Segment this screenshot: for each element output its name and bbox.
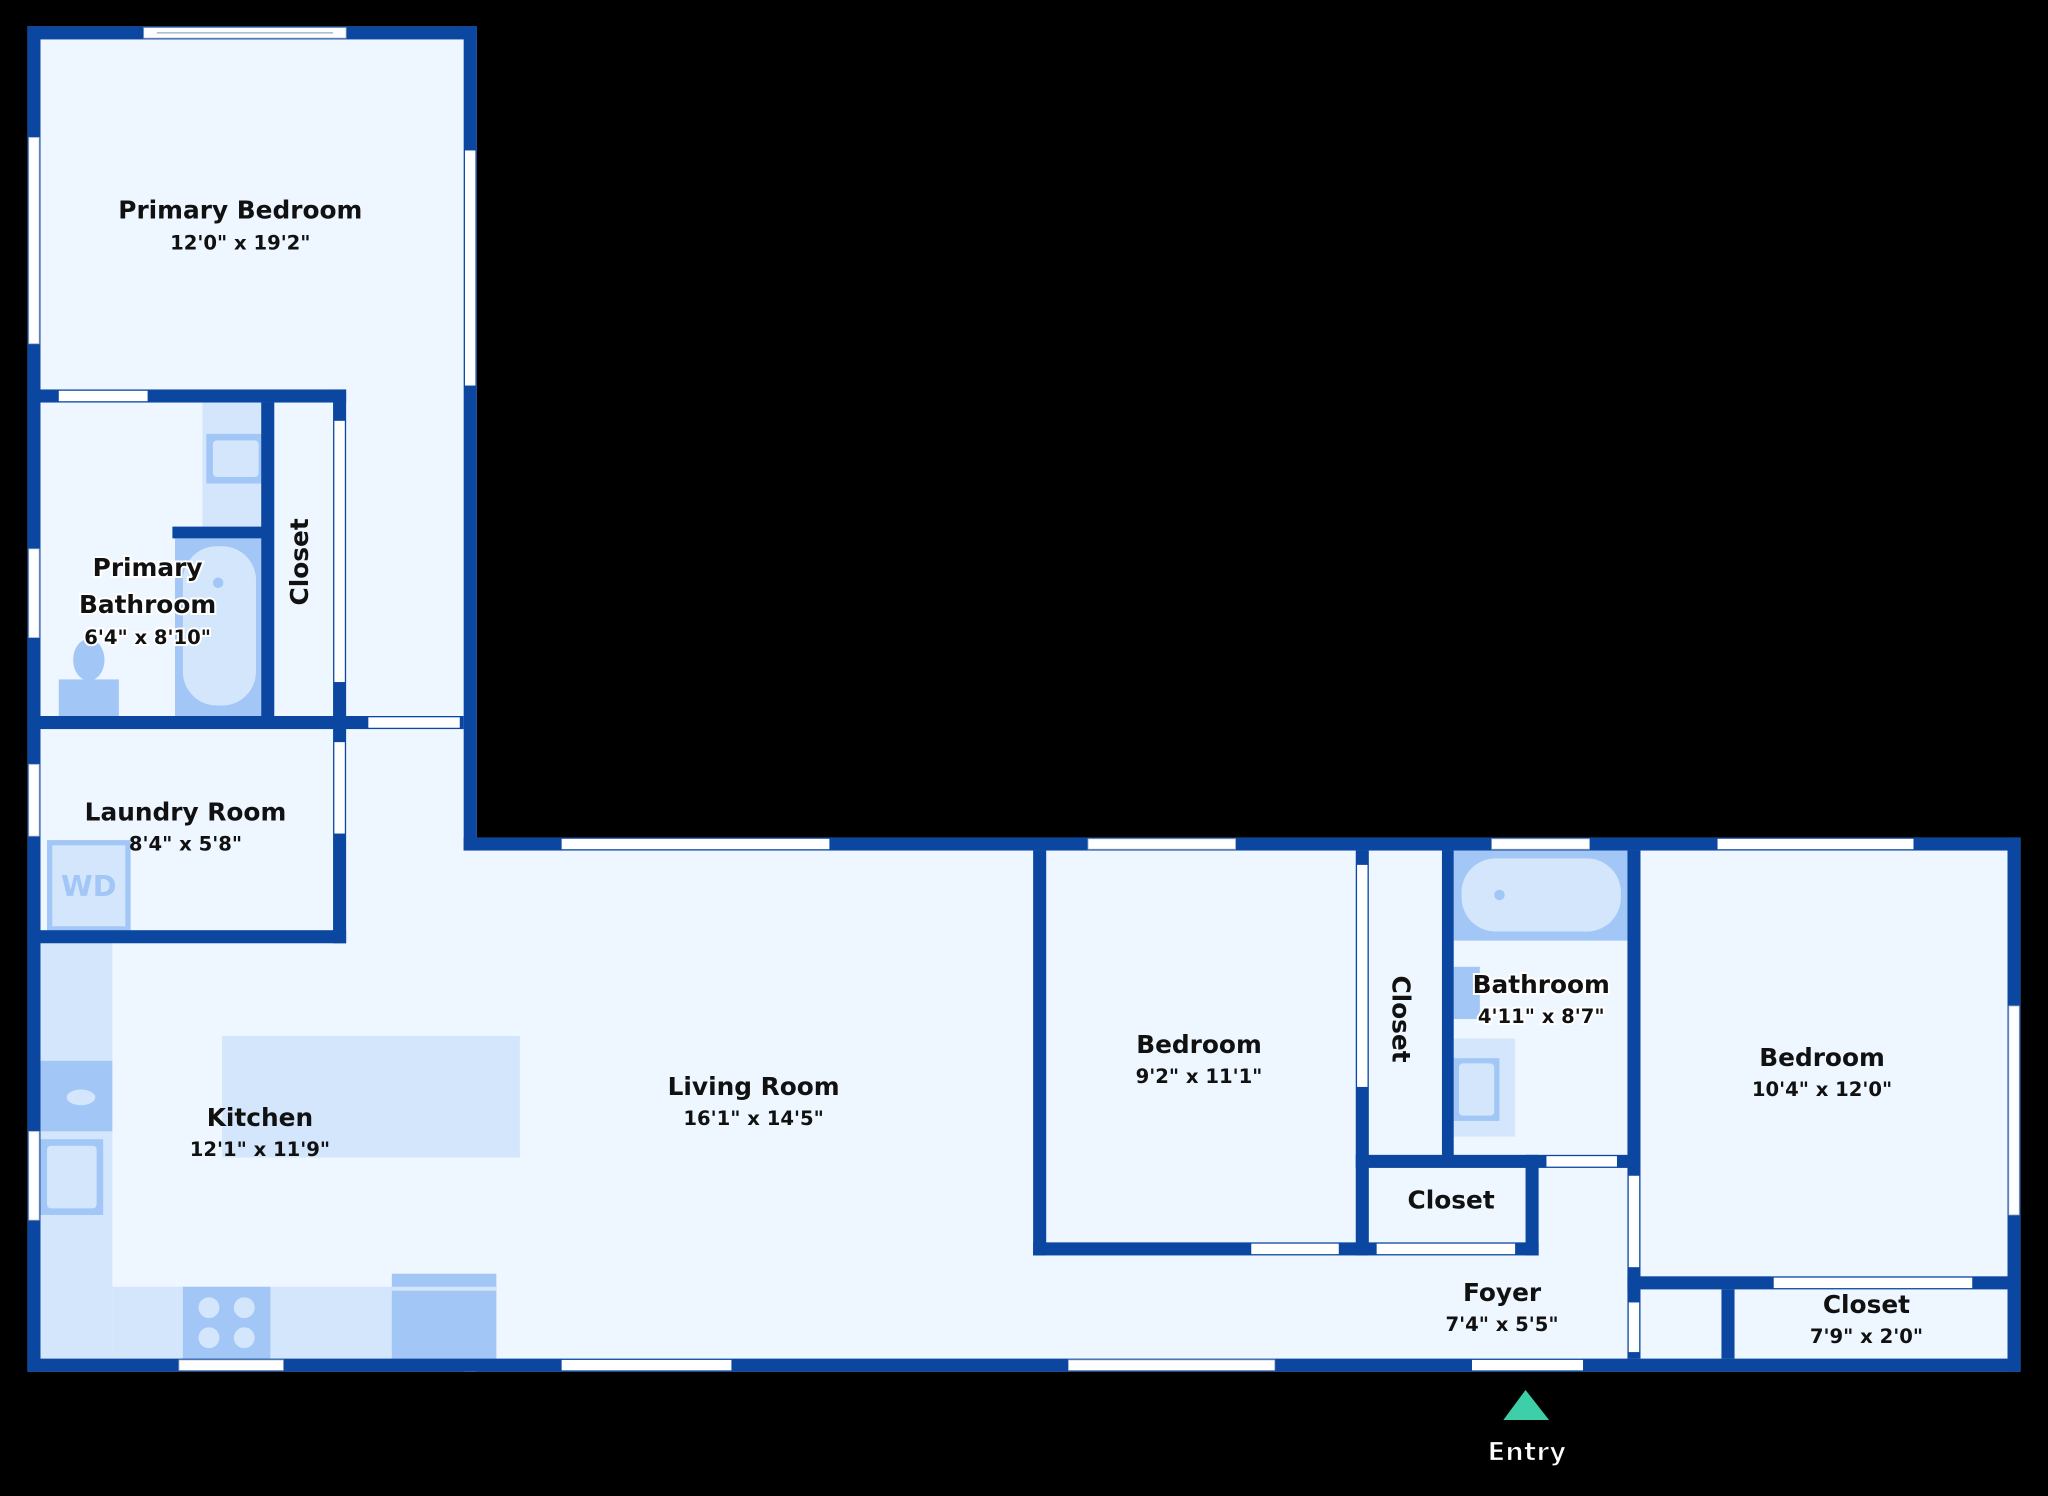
entry-label: Entry bbox=[1487, 1437, 1566, 1467]
room-name: Primary bbox=[93, 553, 203, 582]
room-dims: 6'4" x 8'10" bbox=[84, 626, 211, 649]
stove-icon bbox=[182, 1286, 271, 1359]
room-dims: 7'4" x 5'5" bbox=[1445, 1313, 1558, 1336]
room-name: Bathroom bbox=[79, 590, 216, 619]
room-name: Kitchen bbox=[207, 1103, 313, 1132]
washer-dryer-icon bbox=[47, 840, 131, 932]
room-name: Closet bbox=[1386, 975, 1415, 1062]
toilet-icon bbox=[73, 638, 105, 681]
room-name: Living Room bbox=[668, 1072, 840, 1101]
room-name: Closet bbox=[285, 518, 314, 605]
fixtures bbox=[40, 402, 1628, 1359]
kitchen-island bbox=[222, 1036, 520, 1158]
room-name: Closet bbox=[1408, 1185, 1495, 1214]
room-dims: 10'4" x 12'0" bbox=[1752, 1078, 1892, 1101]
washer-dryer-label: WD bbox=[61, 869, 117, 903]
room-dims: 7'9" x 2'0" bbox=[1810, 1325, 1923, 1348]
room-dims: 8'4" x 5'8" bbox=[129, 833, 242, 856]
room-name: Primary Bedroom bbox=[118, 195, 362, 224]
room-dims: 12'0" x 19'2" bbox=[170, 232, 310, 255]
toilet-icon bbox=[1453, 966, 1480, 1020]
room-dims: 4'11" x 8'7" bbox=[1478, 1005, 1605, 1028]
room-name: Bedroom bbox=[1136, 1030, 1262, 1059]
room-name: Bedroom bbox=[1759, 1043, 1885, 1072]
openings bbox=[28, 27, 2020, 1371]
dishwasher-icon bbox=[391, 1273, 497, 1359]
room-name: Foyer bbox=[1463, 1278, 1542, 1307]
floors bbox=[27, 26, 2021, 1372]
room-dims: 12'1" x 11'9" bbox=[190, 1138, 330, 1161]
room-labels: Primary Bedroom 12'0" x 19'2" Primary Ba… bbox=[61, 195, 1923, 1348]
entry-marker: Entry bbox=[1487, 1389, 1567, 1468]
room-name: Bathroom bbox=[1473, 970, 1610, 999]
room-dims: 16'1" x 14'5" bbox=[683, 1107, 823, 1130]
room-dims: 9'2" x 11'1" bbox=[1136, 1065, 1263, 1088]
room-name: Closet bbox=[1823, 1290, 1910, 1319]
entry-arrow-icon bbox=[1503, 1389, 1550, 1420]
room-name: Laundry Room bbox=[85, 797, 287, 826]
